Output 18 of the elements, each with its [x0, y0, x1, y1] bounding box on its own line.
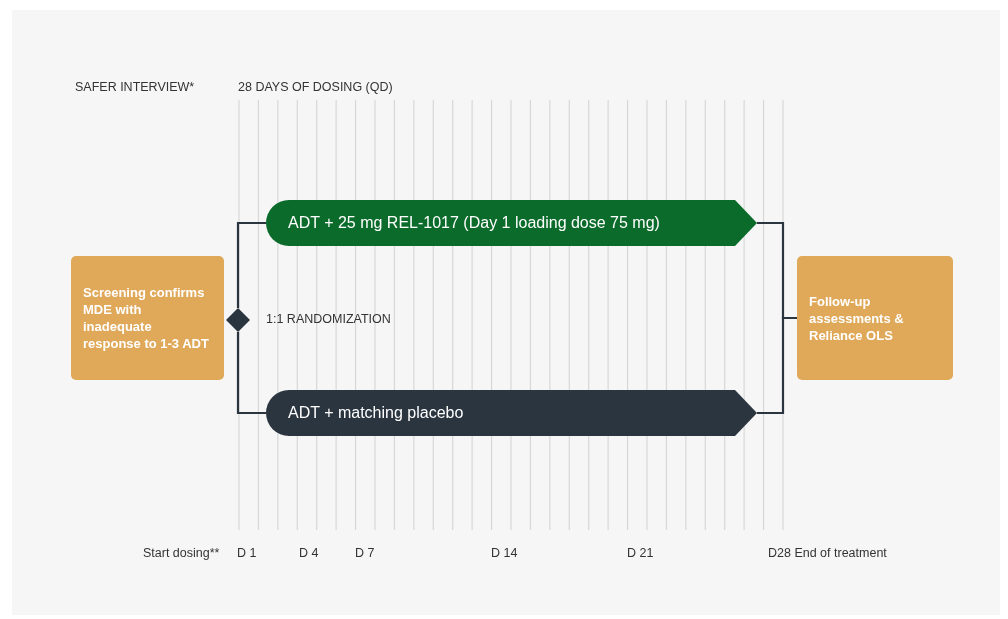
randomization-diamond: [226, 308, 250, 332]
connector-line: [236, 332, 266, 415]
randomization-label: 1:1 RANDOMIZATION: [266, 312, 391, 326]
timeline-label: D 4: [299, 546, 319, 560]
connector-line: [757, 316, 797, 415]
timeline-label: D 21: [627, 546, 654, 560]
section-heading: SAFER INTERVIEW*: [75, 80, 195, 94]
process-box: Screening confirms MDE with inadequate response to 1-3 ADT: [71, 256, 224, 380]
timeline-label: D 7: [355, 546, 375, 560]
connector-line: [236, 221, 266, 308]
timeline-label: D 1: [237, 546, 257, 560]
timeline-label: D 14: [491, 546, 518, 560]
treatment-arm-arrow: ADT + matching placebo: [266, 390, 757, 436]
treatment-arm-arrow: ADT + 25 mg REL-1017 (Day 1 loading dose 75 mg): [266, 200, 757, 246]
process-box: Follow-up assessments & Reliance OLS: [797, 256, 953, 380]
section-heading: 28 DAYS OF DOSING (QD): [238, 80, 393, 94]
timeline-label: Start dosing**: [143, 546, 220, 560]
timeline-label: D28 End of treatment: [768, 546, 887, 560]
